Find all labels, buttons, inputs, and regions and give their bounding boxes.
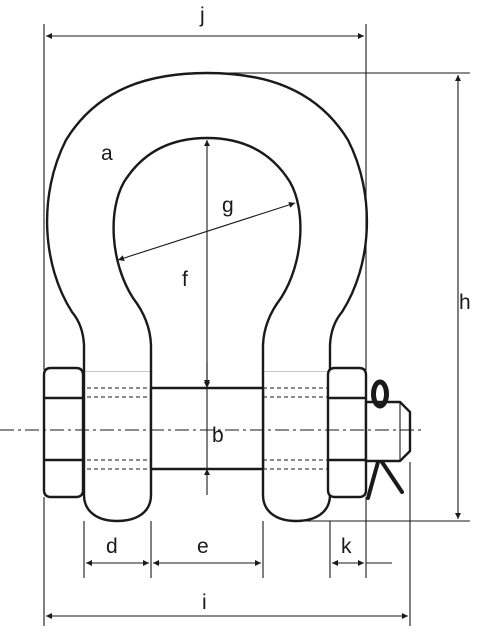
left-leg-eye <box>82 372 153 523</box>
bolt-end <box>364 400 412 463</box>
label-e: e <box>197 535 209 558</box>
label-g: g <box>222 194 234 217</box>
nut <box>326 366 368 499</box>
extension-lines <box>43 24 470 626</box>
label-h: h <box>459 291 471 314</box>
label-d: d <box>106 535 118 558</box>
label-j: j <box>199 4 205 27</box>
label-a: a <box>101 142 113 165</box>
label-b: b <box>212 424 224 447</box>
dim-g-line <box>117 201 296 262</box>
label-f: f <box>182 268 188 291</box>
label-k: k <box>341 535 352 558</box>
cotter-pin <box>366 379 404 500</box>
right-leg-eye <box>261 372 332 523</box>
label-i: i <box>202 591 207 614</box>
hidden-pin-lines <box>80 387 328 470</box>
shackle-bow <box>45 71 369 375</box>
bolt-head <box>42 366 85 499</box>
